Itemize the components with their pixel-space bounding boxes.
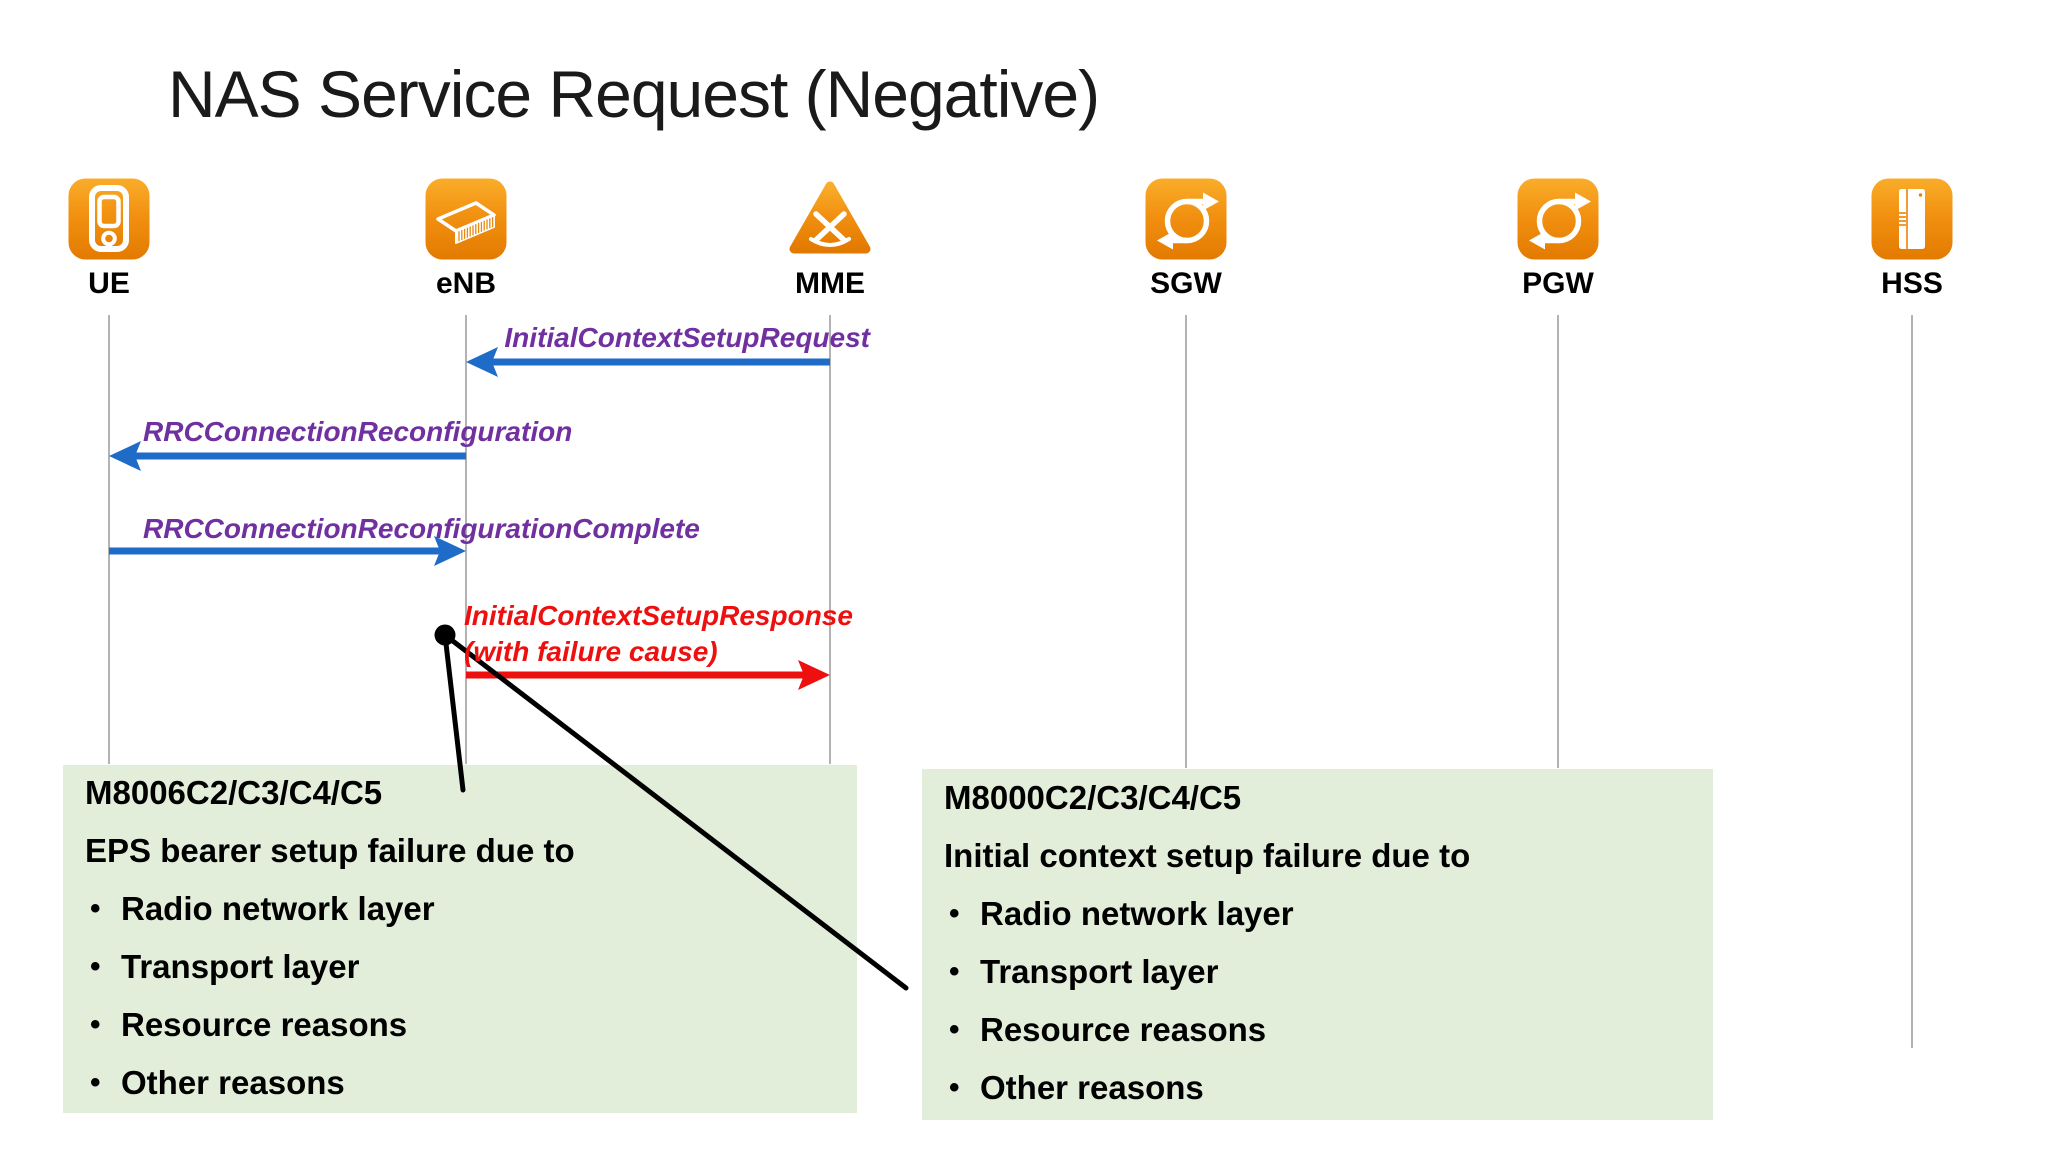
message-arrow-head-initial-context-setup-response — [798, 660, 830, 690]
callout-bullet: • Radio network layer — [949, 885, 1294, 943]
message-arrow-head-initial-context-setup-request — [466, 347, 498, 377]
callout-subtitle: EPS bearer setup failure due to — [85, 832, 575, 869]
entity-ue: UE — [29, 176, 189, 299]
bullet-text: Transport layer — [121, 948, 360, 985]
message-label-line1: InitialContextSetupRequest — [504, 322, 870, 353]
message-label-line2: (with failure cause) — [464, 636, 718, 667]
entity-label-enb: eNB — [435, 267, 496, 300]
callout-title: M8006C2/C3/C4/C5 — [85, 774, 383, 811]
bullet-dot: • — [949, 1013, 960, 1046]
base-station-icon — [425, 178, 507, 260]
message-label-rrc-connection-reconfiguration: RRCConnectionReconfiguration — [143, 414, 572, 450]
message-arrow-head-rrc-connection-reconfiguration — [109, 441, 141, 471]
callout-bullet: • Resource reasons — [90, 996, 407, 1054]
bullet-text: Transport layer — [980, 953, 1219, 990]
slide-title: NAS Service Request (Negative) — [168, 57, 1100, 131]
callout-bullet: • Transport layer — [90, 938, 359, 996]
entity-label-sgw: SGW — [1150, 267, 1222, 300]
bullet-dot: • — [90, 1008, 101, 1041]
callout-bullet: • Resource reasons — [949, 1001, 1266, 1059]
bullet-dot: • — [949, 897, 960, 930]
bullet-dot: • — [90, 950, 101, 983]
annotation-dot — [434, 624, 456, 646]
bullet-dot: • — [949, 1071, 960, 1104]
message-label-line1: InitialContextSetupResponse — [464, 600, 853, 631]
bullet-dot: • — [90, 1066, 101, 1099]
annotation-line-1 — [442, 632, 466, 793]
bullet-text: Radio network layer — [121, 890, 435, 927]
entity-mme: MME — [750, 176, 910, 299]
bullet-dot: • — [90, 892, 101, 925]
bullet-text: Resource reasons — [121, 1006, 408, 1043]
callout-bullet: • Other reasons — [949, 1059, 1204, 1117]
message-label-initial-context-setup-request: InitialContextSetupRequest — [504, 320, 870, 356]
message-label-line1: RRCConnectionReconfigurationComplete — [143, 513, 700, 544]
message-label-initial-context-setup-response: InitialContextSetupResponse (with failure… — [464, 598, 853, 670]
callout-bullet: • Radio network layer — [90, 880, 435, 938]
bullet-text: Other reasons — [121, 1064, 345, 1101]
mobile-phone-icon — [68, 178, 150, 260]
mme-triangle-icon — [789, 181, 871, 254]
entity-enb: eNB — [386, 176, 546, 299]
callout-bullet: • Transport layer — [949, 943, 1218, 1001]
message-label-line1: RRCConnectionReconfiguration — [143, 416, 573, 447]
message-label-rrc-connection-reconfiguration-complete: RRCConnectionReconfigurationComplete — [143, 511, 700, 547]
entity-label-pgw: PGW — [1522, 267, 1594, 300]
callout-subtitle: Initial context setup failure due to — [944, 837, 1471, 874]
entity-label-mme: MME — [795, 267, 865, 300]
server-cabinet-icon — [1871, 178, 1953, 260]
callout-title: M8000C2/C3/C4/C5 — [944, 779, 1242, 816]
entity-pgw: PGW — [1478, 176, 1638, 299]
gateway-cycle-icon — [1517, 178, 1599, 260]
bullet-dot: • — [949, 955, 960, 988]
message-arrow-head-rrc-connection-reconfiguration-complete — [434, 536, 466, 566]
bullet-text: Radio network layer — [980, 895, 1294, 932]
annotation-line-2 — [442, 632, 909, 991]
gateway-cycle-icon — [1145, 178, 1227, 260]
entity-label-ue: UE — [88, 267, 130, 300]
entity-hss: HSS — [1832, 176, 1992, 299]
entity-label-hss: HSS — [1881, 267, 1943, 300]
entity-sgw: SGW — [1106, 176, 1266, 299]
callout-bullet: • Other reasons — [90, 1054, 345, 1112]
bullet-text: Other reasons — [980, 1069, 1204, 1106]
bullet-text: Resource reasons — [980, 1011, 1267, 1048]
